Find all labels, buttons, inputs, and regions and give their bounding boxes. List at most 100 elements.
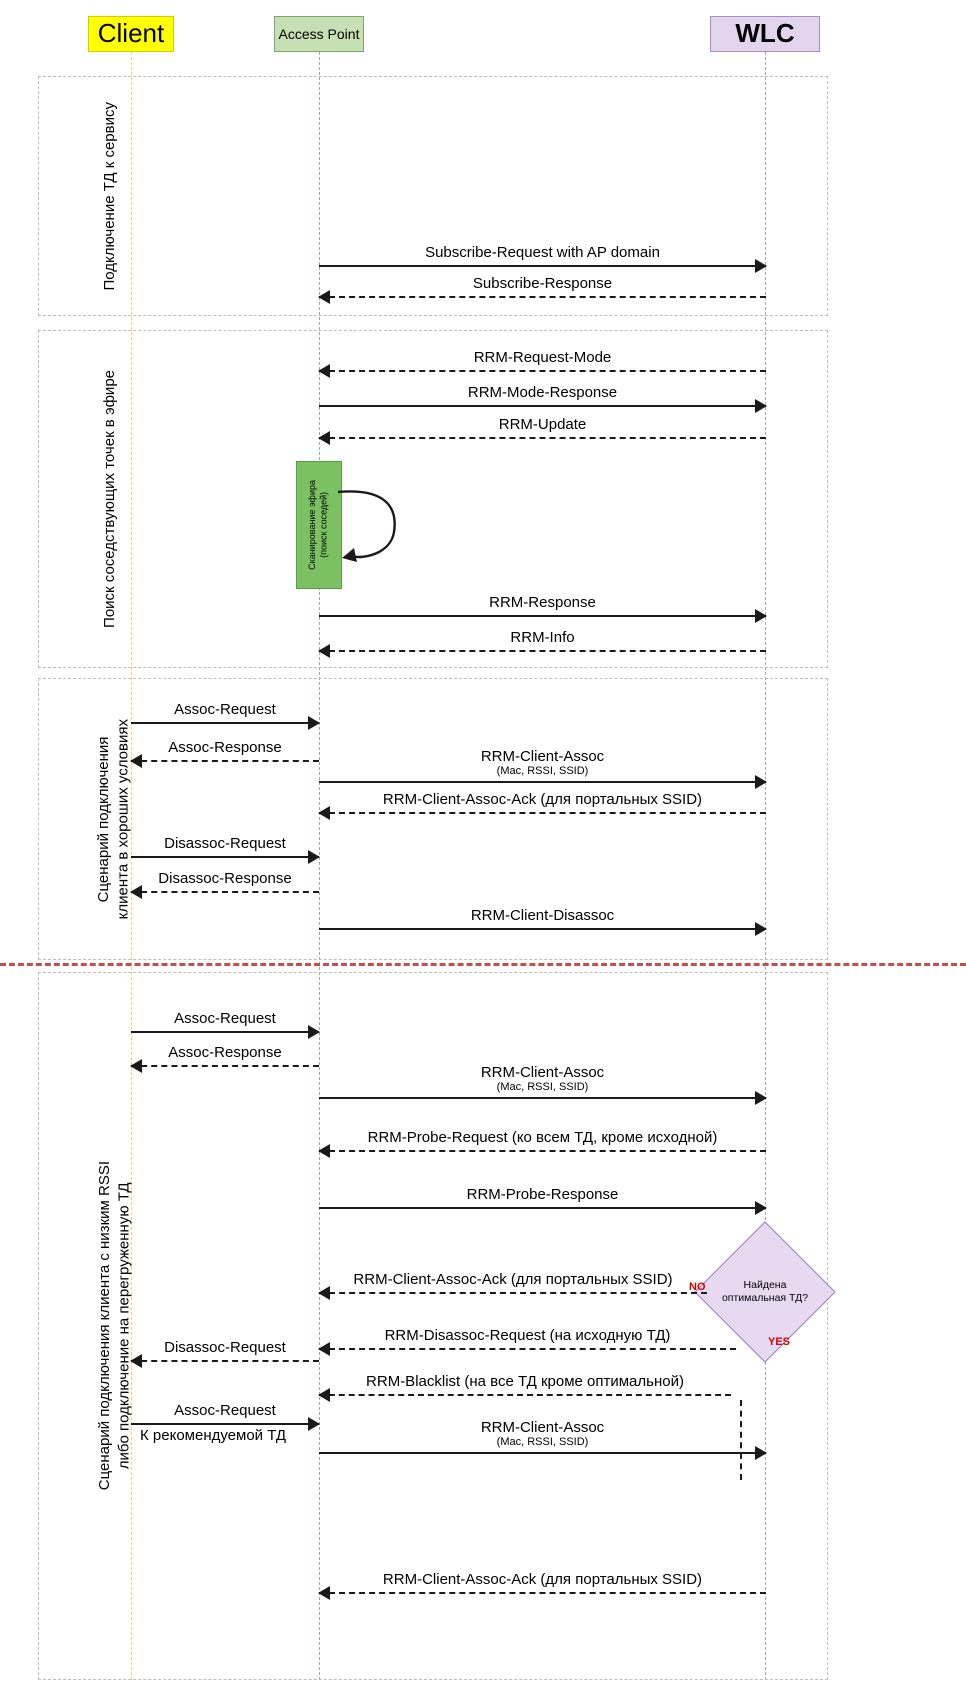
message-line [131, 1360, 319, 1362]
message-line [131, 760, 319, 762]
phase-label-low-rssi: Сценарий подключения клиента с низким RS… [95, 1161, 133, 1491]
message-title: RRM-Client-Assoc [480, 1418, 605, 1436]
message-line [131, 891, 319, 893]
message-line [131, 722, 319, 724]
message-label: RRM-Client-Assoc-Ack (для портальных SSI… [382, 1570, 703, 1588]
message-label: RRM-Client-Assoc-Ack (для портальных SSI… [382, 790, 703, 808]
message-label: RRM-Probe-Response [466, 1185, 619, 1203]
arrow-head-icon [318, 644, 330, 658]
message-line [319, 812, 766, 814]
message-label: Disassoc-Request [164, 834, 286, 852]
self-loop-arrow-icon [337, 490, 396, 562]
message-line [319, 437, 766, 439]
message-line [319, 1150, 766, 1152]
message-label: Assoc-Response [168, 1043, 282, 1061]
actor-client-label: Client [97, 18, 165, 49]
phase-label-neighbor-scan: Поиск соседствующих точек в эфире [100, 370, 118, 628]
message-line [131, 1065, 319, 1067]
lifeline-wlc [765, 52, 766, 1680]
message-line [319, 1394, 731, 1396]
message-line [131, 1031, 319, 1033]
arrow-head-icon [318, 431, 330, 445]
arrow-head-icon [130, 754, 142, 768]
message-line [319, 1097, 766, 1099]
message-label: RRM-Mode-Response [467, 383, 618, 401]
phase-label-good-conditions: Сценарий подключения клиента в хороших у… [94, 718, 132, 920]
message-line [319, 1207, 766, 1209]
arrow-head-icon [755, 609, 767, 623]
arrow-head-icon [318, 1586, 330, 1600]
message-label: Subscribe-Response [472, 274, 613, 292]
actor-wlc-label: WLC [735, 18, 795, 49]
arrow-head-icon [755, 1091, 767, 1105]
message-title: RRM-Client-Assoc [480, 1063, 605, 1081]
arrow-head-icon [755, 1201, 767, 1215]
phase-frame-good-conditions: Сценарий подключения клиента в хороших у… [38, 678, 828, 960]
message-subtitle: (Mac, RSSI, SSID) [496, 1080, 589, 1093]
message-label: Subscribe-Request with AP domain [425, 243, 660, 261]
message-label: RRM-Info [510, 628, 575, 646]
message-label: RRM-Probe-Request (ко всем ТД, кроме исх… [367, 1128, 718, 1146]
message-subtitle: (Mac, RSSI, SSID) [496, 1435, 589, 1448]
message-line [319, 1592, 766, 1594]
message-label: Assoc-Request [174, 1401, 276, 1419]
decision-diamond: Найдена оптимальная ТД? [694, 1221, 836, 1363]
message-line [319, 1452, 766, 1454]
actor-client[interactable]: Client [88, 16, 174, 52]
decision-branch-no: NO [689, 1281, 706, 1293]
message-line [319, 370, 766, 372]
arrow-head-icon [318, 1286, 330, 1300]
phase-frame-low-rssi: Сценарий подключения клиента с низким RS… [38, 972, 828, 1680]
message-label: RRM-Client-Disassoc [470, 906, 615, 924]
message-label: Assoc-Request [174, 1009, 276, 1027]
arrow-head-icon [318, 1144, 330, 1158]
message-label: Disassoc-Response [158, 869, 292, 887]
arrow-head-icon [755, 1446, 767, 1460]
scenario-divider [0, 963, 966, 966]
message-subtitle: (Mac, RSSI, SSID) [496, 764, 589, 777]
message-label: RRM-Client-Assoc (Mac, RSSI, SSID) [319, 1419, 766, 1449]
arrow-head-icon [130, 1354, 142, 1368]
decision-label: Найдена оптимальная ТД? [721, 1278, 809, 1304]
lifeline-client [131, 52, 132, 1680]
message-line [319, 296, 766, 298]
message-line [319, 615, 766, 617]
message-line [319, 405, 766, 407]
message-line [131, 856, 319, 858]
scan-activity-box: Сканирование эфира (поиск соседей) [296, 461, 342, 589]
lifeline-access-point [319, 52, 320, 1680]
arrow-head-icon [755, 775, 767, 789]
actor-wlc[interactable]: WLC [710, 16, 820, 52]
message-label: RRM-Client-Assoc-Ack (для портальных SSI… [353, 1270, 673, 1288]
actor-access-point-label: Access Point [278, 25, 360, 42]
arrow-head-icon [318, 1388, 330, 1402]
decision-branch-yes: YES [768, 1336, 791, 1348]
message-line [319, 650, 766, 652]
message-line [319, 928, 766, 930]
message-line [319, 265, 766, 267]
arrow-head-icon [318, 1342, 330, 1356]
message-line [319, 1292, 707, 1294]
message-title: RRM-Client-Assoc [480, 747, 605, 765]
blacklist-bracket [722, 1400, 742, 1480]
message-label: RRM-Disassoc-Request (на исходную ТД) [384, 1326, 671, 1344]
note-recommended-ap: К рекомендуемой ТД [140, 1427, 287, 1444]
phase-frame-neighbor-scan: Поиск соседствующих точек в эфире [38, 330, 828, 668]
message-label: RRM-Client-Assoc (Mac, RSSI, SSID) [319, 1064, 766, 1094]
message-label: RRM-Request-Mode [473, 348, 612, 366]
arrow-head-icon [755, 399, 767, 413]
phase-label-connect-service: Подключение ТД к сервису [100, 101, 118, 291]
arrow-head-icon [308, 1417, 320, 1431]
message-label: RRM-Blacklist (на все ТД кроме оптимальн… [366, 1372, 684, 1390]
message-line [131, 1423, 319, 1425]
arrow-head-icon [308, 716, 320, 730]
message-label: RRM-Update [498, 415, 587, 433]
actor-access-point[interactable]: Access Point [274, 16, 364, 52]
phase-frame-connect-service: Подключение ТД к сервису [38, 76, 828, 316]
arrow-head-icon [318, 806, 330, 820]
arrow-head-icon [130, 885, 142, 899]
scan-activity-label: Сканирование эфира (поиск соседей) [307, 480, 329, 570]
message-label: Assoc-Response [168, 738, 282, 756]
arrow-head-icon [308, 1025, 320, 1039]
